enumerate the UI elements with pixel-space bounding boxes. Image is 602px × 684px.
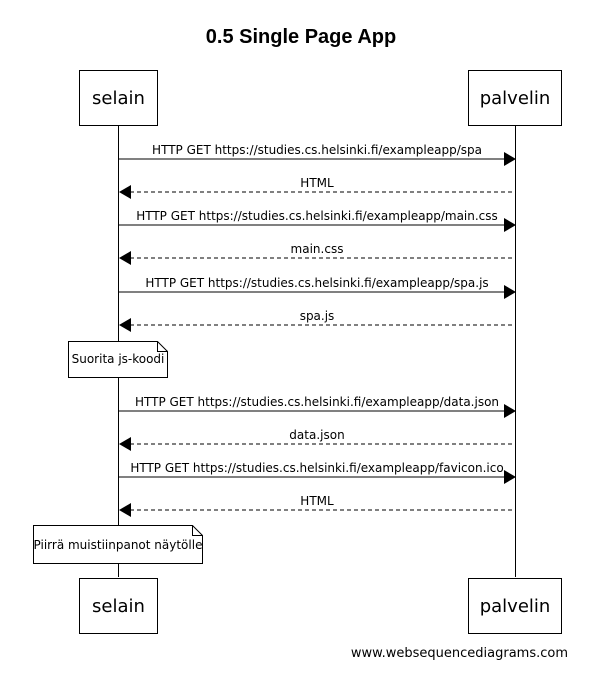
note-text: Suorita js-koodi	[72, 352, 165, 366]
message-label: HTML	[300, 176, 334, 190]
participant-palvelin-top: palvelin	[468, 70, 562, 126]
arrowhead-left-icon	[119, 318, 131, 332]
note-2: Piirrä muistiinpanot näytölle	[33, 525, 203, 564]
participant-label: palvelin	[480, 596, 551, 617]
message-5: HTTP GET https://studies.cs.helsinki.fi/…	[119, 276, 516, 299]
message-6: spa.js	[119, 309, 515, 332]
message-4: main.css	[119, 242, 515, 265]
participant-label: selain	[92, 596, 145, 617]
participant-selain-bottom: selain	[79, 578, 158, 634]
message-label: HTTP GET https://studies.cs.helsinki.fi/…	[145, 276, 488, 290]
arrowhead-left-icon	[119, 185, 131, 199]
message-7: HTTP GET https://studies.cs.helsinki.fi/…	[119, 395, 516, 418]
message-9: HTTP GET https://studies.cs.helsinki.fi/…	[119, 461, 516, 484]
message-label: main.css	[291, 242, 344, 256]
note-1: Suorita js-koodi	[68, 341, 168, 378]
message-8: data.json	[119, 428, 515, 451]
message-label: HTTP GET https://studies.cs.helsinki.fi/…	[152, 143, 482, 157]
arrowhead-left-icon	[119, 503, 131, 517]
arrowhead-left-icon	[119, 437, 131, 451]
message-label: HTTP GET https://studies.cs.helsinki.fi/…	[135, 395, 499, 409]
message-label: spa.js	[300, 309, 335, 323]
message-label: data.json	[289, 428, 344, 442]
arrowhead-right-icon	[504, 470, 516, 484]
arrowhead-right-icon	[504, 285, 516, 299]
participant-palvelin-bottom: palvelin	[468, 578, 562, 634]
diagram-title: 0.5 Single Page App	[206, 26, 396, 48]
message-label: HTTP GET https://studies.cs.helsinki.fi/…	[136, 209, 498, 223]
arrowhead-right-icon	[504, 218, 516, 232]
participant-label: selain	[92, 88, 145, 109]
message-3: HTTP GET https://studies.cs.helsinki.fi/…	[119, 209, 516, 232]
message-2: HTML	[119, 176, 515, 199]
note-text: Piirrä muistiinpanot näytölle	[34, 538, 203, 552]
arrowhead-right-icon	[504, 404, 516, 418]
message-1: HTTP GET https://studies.cs.helsinki.fi/…	[119, 143, 516, 166]
message-label: HTML	[300, 494, 334, 508]
message-label: HTTP GET https://studies.cs.helsinki.fi/…	[130, 461, 503, 475]
participant-selain-top: selain	[79, 70, 158, 126]
participant-label: palvelin	[480, 88, 551, 109]
message-10: HTML	[119, 494, 515, 517]
arrowhead-left-icon	[119, 251, 131, 265]
watermark-link[interactable]: www.websequencediagrams.com	[351, 646, 568, 661]
arrowhead-right-icon	[504, 152, 516, 166]
